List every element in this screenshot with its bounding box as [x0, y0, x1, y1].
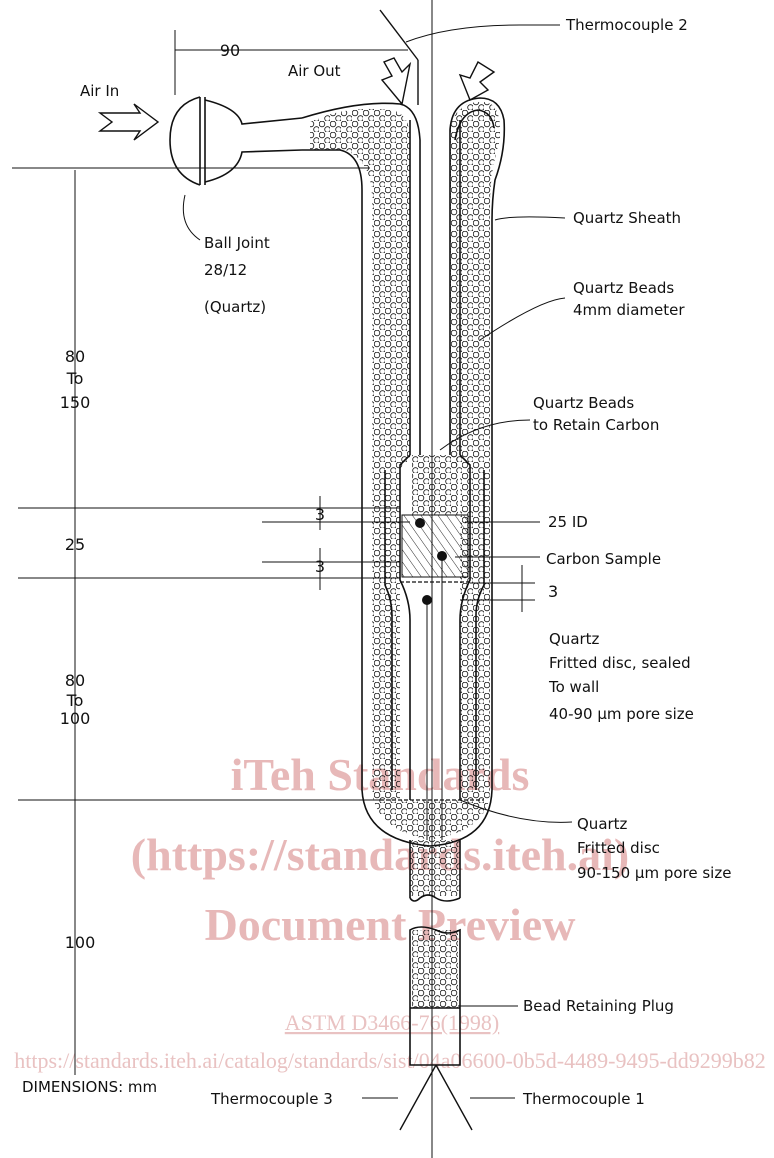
dim-80-100-b: To [66, 691, 84, 710]
label-ball-joint-size: 28/12 [204, 261, 247, 279]
watermark-line-5: https://standards.iteh.ai/catalog/standa… [14, 1048, 766, 1073]
air-in-arrow [97, 103, 160, 141]
dim-100: 100 [65, 933, 96, 952]
dim-3-mid: 3 [315, 557, 325, 576]
leader-fritted-2 [459, 799, 573, 823]
carbon-sample [401, 514, 469, 578]
dim-25: 25 [65, 535, 85, 554]
label-dimensions-note: DIMENSIONS: mm [22, 1078, 157, 1096]
air-out-arrow-2 [458, 60, 496, 101]
dim-80-100: 80 To 100 [60, 671, 91, 728]
thermocouple-junction-top [415, 518, 425, 528]
retaining-beads [412, 455, 458, 515]
label-fritted-1-d: 40-90 μm pore size [549, 705, 694, 723]
leader-thermocouple-2 [405, 24, 560, 43]
label-thermocouple-2: Thermocouple 2 [565, 16, 688, 34]
dim-80-150-a: 80 [65, 347, 85, 366]
label-thermocouple-1: Thermocouple 1 [522, 1090, 645, 1108]
dim-80-150-c: 150 [60, 393, 91, 412]
leader-ball-joint [182, 194, 201, 241]
dim-80-150-b: To [66, 369, 84, 388]
leader-retain-carbon [439, 419, 531, 451]
ball-joint [169, 96, 303, 186]
label-25-id: 25 ID [548, 513, 588, 531]
watermark-line-2: (https://standards.iteh.ai) [131, 829, 629, 880]
dim-80-100-a: 80 [65, 671, 85, 690]
label-fritted-2-a: Quartz [577, 815, 628, 833]
label-ball-joint: Ball Joint [204, 234, 270, 252]
thermocouple-2-wire [379, 9, 419, 61]
quartz-sheath [301, 97, 506, 847]
dim-80-100-c: 100 [60, 709, 91, 728]
label-quartz-beads-2: 4mm diameter [573, 301, 685, 319]
label-air-out: Air Out [288, 62, 341, 80]
label-retain-1: Quartz Beads [533, 394, 634, 412]
label-thermocouple-3: Thermocouple 3 [210, 1090, 333, 1108]
label-fritted-1-a: Quartz [549, 630, 600, 648]
leader-quartz-sheath [494, 216, 566, 221]
air-out-arrow-1 [380, 57, 412, 106]
leader-quartz-beads [479, 297, 566, 341]
label-fritted-1-c: To wall [548, 678, 599, 696]
label-bead-plug: Bead Retaining Plug [523, 997, 674, 1015]
dim-80-150: 80 To 150 [60, 347, 91, 412]
watermark: iTeh Standards (https://standards.iteh.a… [14, 749, 766, 1073]
label-fritted-2-c: 90-150 μm pore size [577, 864, 731, 882]
dim-3-top: 3 [315, 505, 325, 524]
label-retain-2: to Retain Carbon [533, 416, 659, 434]
label-air-in: Air In [80, 82, 119, 100]
label-ball-joint-material: (Quartz) [204, 298, 266, 316]
watermark-line-3: Document Preview [205, 899, 576, 950]
dim-3-right: 3 [548, 582, 558, 601]
watermark-line-4: ASTM D3466-76(1998) [285, 1010, 500, 1035]
dim-90: 90 [220, 41, 240, 60]
label-carbon-sample: Carbon Sample [546, 550, 661, 568]
label-quartz-beads-1: Quartz Beads [573, 279, 674, 297]
label-quartz-sheath: Quartz Sheath [573, 209, 681, 227]
label-fritted-1-b: Fritted disc, sealed [549, 654, 691, 672]
lower-stem [399, 840, 473, 1131]
label-fritted-2-b: Fritted disc [577, 839, 660, 857]
